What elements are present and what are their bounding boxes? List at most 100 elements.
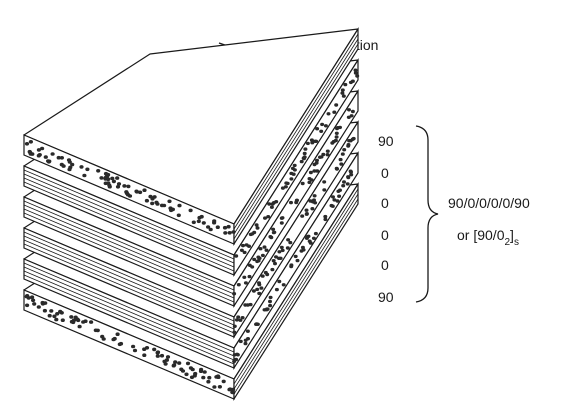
fiber-dot	[335, 126, 339, 131]
fiber-dot	[252, 257, 257, 262]
fiber-dot	[155, 202, 160, 206]
fiber-line	[23, 231, 235, 322]
fiber-dot	[304, 208, 309, 212]
fiber-dot	[339, 162, 344, 166]
fiber-dot	[326, 112, 331, 116]
fiber-dot	[286, 238, 291, 242]
fiber-dot	[338, 125, 342, 130]
fiber-dot	[355, 74, 360, 78]
fiber-dot	[292, 168, 297, 172]
fiber-dot	[73, 315, 78, 320]
layup-code: 90/0/0/0/0/90	[448, 195, 530, 211]
fiber-dot	[268, 295, 273, 300]
fiber-line	[23, 173, 235, 264]
fiber-line	[23, 200, 235, 291]
fiber-dot	[238, 339, 243, 344]
fiber-dot	[155, 350, 160, 355]
fiber-dot	[263, 216, 267, 220]
fiber-dot	[99, 176, 104, 180]
fiber-line	[23, 235, 235, 326]
fiber-dot	[216, 375, 221, 380]
fiber-dot	[142, 353, 147, 358]
fiber-dot	[334, 131, 339, 135]
fiber-dot	[259, 286, 264, 290]
fiber-dot	[348, 169, 353, 173]
fiber-dot	[280, 248, 285, 253]
fiber-dot	[234, 357, 239, 362]
fiber-dot	[322, 180, 327, 184]
fiber-dot	[47, 313, 52, 318]
fiber-dot	[284, 181, 289, 185]
fiber-dot	[279, 245, 284, 250]
fiber-dot	[304, 212, 309, 216]
fiber-dot	[292, 163, 297, 168]
fiber-dot	[285, 246, 290, 250]
fiber-dot	[299, 159, 304, 164]
fiber-dot	[307, 239, 312, 243]
fiber-dot	[278, 256, 283, 260]
ply-right-face	[233, 88, 359, 309]
fiber-dot	[300, 214, 305, 218]
fiber-dot	[27, 149, 32, 154]
fiber-dot	[273, 261, 277, 266]
fiber-dot	[196, 219, 201, 224]
fiber-dot	[245, 329, 250, 333]
fiber-line	[233, 193, 359, 390]
layup-short-sub-outer: s	[514, 237, 519, 248]
fiber-dot	[332, 110, 337, 114]
ply-1	[23, 26, 359, 247]
fiber-dot	[245, 303, 250, 307]
fiber-dot	[300, 181, 305, 186]
fiber-dot	[152, 347, 157, 352]
fiber-dot	[201, 221, 206, 225]
fiber-line	[23, 212, 235, 303]
fiber-dot	[110, 176, 115, 181]
fiber-dot	[338, 157, 343, 162]
fiber-dot	[255, 226, 260, 230]
fiber-dot	[353, 71, 358, 75]
fiber-dot	[341, 184, 346, 188]
fiber-line	[23, 274, 235, 365]
fiber-dot	[310, 207, 315, 211]
layup-short-bracket: ]	[510, 227, 514, 243]
fiber-dot	[348, 139, 353, 143]
fiber-dot	[234, 318, 239, 322]
fiber-dot	[215, 225, 220, 229]
fiber-dot	[96, 169, 101, 173]
fiber-dot	[240, 316, 245, 320]
fiber-dot	[164, 358, 169, 362]
fiber-dot	[310, 200, 315, 204]
fiber-line	[23, 204, 235, 295]
layup-short-prefix: or [90/0	[457, 227, 505, 243]
fiber-dot	[329, 203, 334, 208]
fiber-dot	[32, 302, 37, 306]
fiber-dot	[169, 208, 174, 213]
fiber-dot	[242, 250, 247, 255]
fiber-dot	[323, 217, 328, 222]
fiber-dot	[307, 180, 312, 185]
fiber-dot	[241, 243, 245, 248]
fiber-dot	[206, 379, 211, 384]
fiber-dot	[236, 315, 241, 319]
layup-short-sub-inner: 2	[504, 237, 510, 248]
fiber-dot	[323, 214, 328, 219]
fiber-dot	[29, 295, 35, 300]
fiber-dot	[288, 240, 293, 245]
fiber-dot	[70, 162, 75, 167]
fiber-dot	[242, 275, 247, 279]
fiber-dot	[239, 248, 244, 252]
fiber-dot	[300, 245, 305, 250]
fiber-dot	[177, 361, 182, 365]
fiber-dot	[142, 347, 147, 352]
fiber-dot	[42, 308, 48, 313]
fiber-line	[233, 38, 359, 235]
fiber-dot	[46, 159, 51, 163]
fiber-dot	[262, 245, 267, 249]
fiber-dot	[323, 124, 328, 128]
fiber-dot	[315, 158, 319, 163]
fiber-dot	[343, 82, 348, 87]
fiber-dot	[125, 192, 131, 197]
fiber-dot	[60, 318, 65, 323]
fiber-dot	[347, 108, 351, 112]
